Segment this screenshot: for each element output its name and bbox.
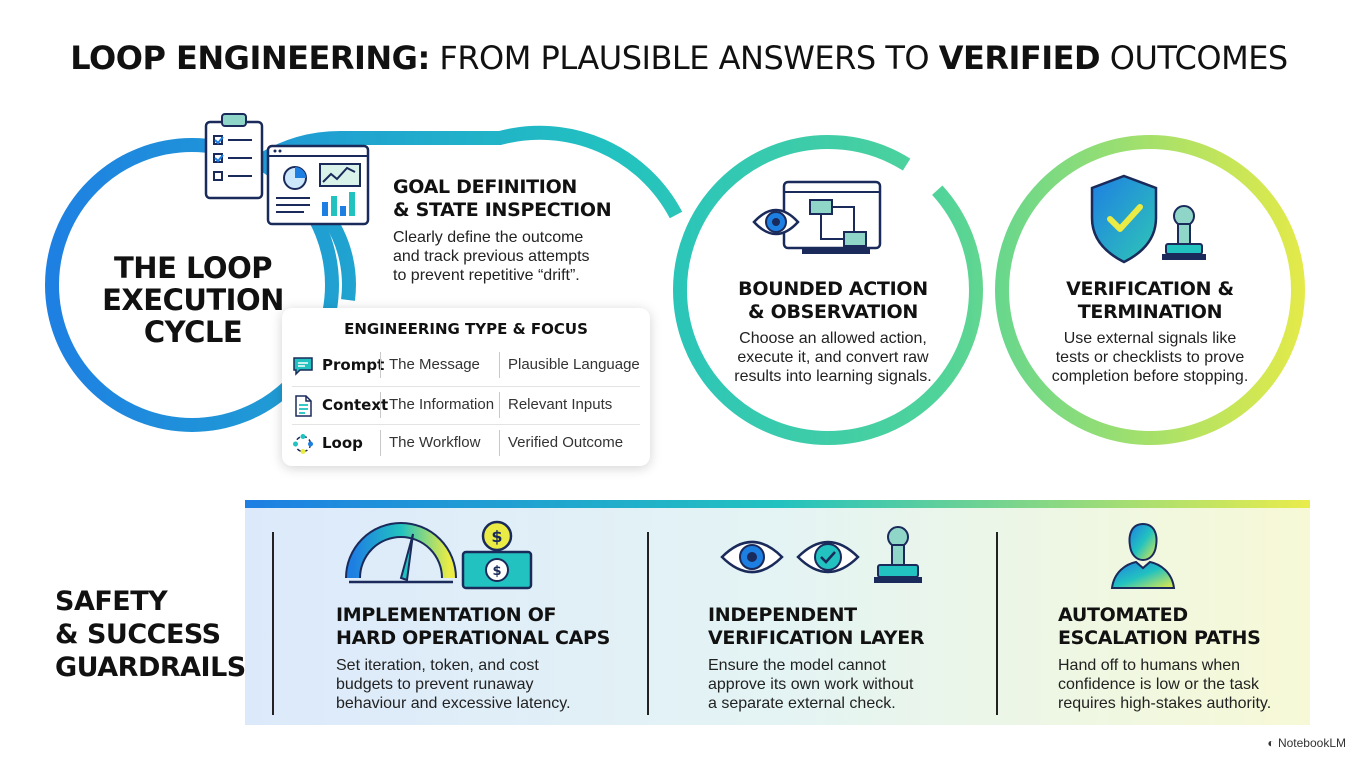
- table-title: ENGINEERING TYPE & FOCUS: [344, 320, 588, 338]
- escalation-body: Hand off to humans when confidence is lo…: [1058, 657, 1272, 712]
- goal-arc: [258, 125, 683, 219]
- table-cell-focus: The Workflow: [389, 434, 481, 451]
- shield-stamp-icon: [1090, 174, 1206, 264]
- loop-icon: [293, 434, 313, 454]
- divider: [996, 532, 998, 715]
- person-icon: [1110, 522, 1176, 589]
- eye-check-stamp-icon: [720, 526, 922, 583]
- notebooklm-logo-icon: ◐: [1267, 736, 1275, 750]
- divider: [272, 532, 274, 715]
- table-cell-type: Prompt: [322, 356, 385, 374]
- caps-body: Set iteration, token, and cost budgets t…: [336, 657, 571, 712]
- document-icon: [295, 395, 312, 417]
- table-cell-result: Relevant Inputs: [508, 396, 613, 413]
- table-cell-focus: The Message: [389, 356, 480, 373]
- divider: [647, 532, 649, 715]
- verification-layer-heading: INDEPENDENT VERIFICATION LAYER: [708, 604, 925, 649]
- action-body: Choose an allowed action, execute it, an…: [734, 330, 932, 385]
- cycle-label: THE LOOP EXECUTION CYCLE: [102, 251, 284, 349]
- notebooklm-watermark: ◐ NotebookLM: [1267, 736, 1346, 750]
- table-row: Loop The Workflow Verified Outcome: [282, 426, 650, 460]
- chat-icon: [293, 357, 313, 376]
- guardrails-label: SAFETY & SUCCESS GUARDRAILS: [55, 586, 246, 683]
- table-row: Prompt The Message Plausible Language: [282, 348, 650, 382]
- table-row: Context The Information Relevant Inputs: [282, 388, 650, 422]
- engineering-table: ENGINEERING TYPE & FOCUS Prompt The Mess…: [282, 308, 650, 466]
- verify-body: Use external signals like tests or check…: [1051, 330, 1249, 385]
- table-cell-result: Plausible Language: [508, 356, 640, 373]
- goal-arc-inner: [324, 216, 356, 301]
- loop-cycle-diagram: [45, 125, 1305, 445]
- gauge-money-icon: $ $: [345, 520, 533, 590]
- verify-circle: [995, 135, 1305, 445]
- table-cell-type: Context: [322, 396, 389, 414]
- guardrails-bar: [245, 500, 1310, 508]
- goal-heading: GOAL DEFINITION & STATE INSPECTION: [393, 176, 612, 221]
- table-cell-type: Loop: [322, 434, 363, 452]
- clipboard-dashboard-icon: [204, 113, 370, 226]
- svg-text:$: $: [492, 564, 501, 579]
- action-heading: BOUNDED ACTION & OBSERVATION: [738, 278, 928, 323]
- caps-heading: IMPLEMENTATION OF HARD OPERATIONAL CAPS: [336, 604, 611, 649]
- table-cell-focus: The Information: [389, 396, 495, 413]
- svg-text:$: $: [491, 527, 502, 546]
- table-cell-result: Verified Outcome: [508, 434, 624, 451]
- verify-heading: VERIFICATION & TERMINATION: [1066, 278, 1234, 323]
- verification-layer-body: Ensure the model cannot approve its own …: [708, 657, 914, 712]
- eye-workflow-icon: [752, 180, 882, 254]
- escalation-heading: AUTOMATED ESCALATION PATHS: [1058, 604, 1261, 649]
- cycle-circle: [45, 138, 339, 432]
- action-circle: [673, 135, 983, 445]
- goal-body: Clearly define the outcome and track pre…: [393, 229, 590, 284]
- page-title: LOOP ENGINEERING: FROM PLAUSIBLE ANSWERS…: [70, 39, 1288, 77]
